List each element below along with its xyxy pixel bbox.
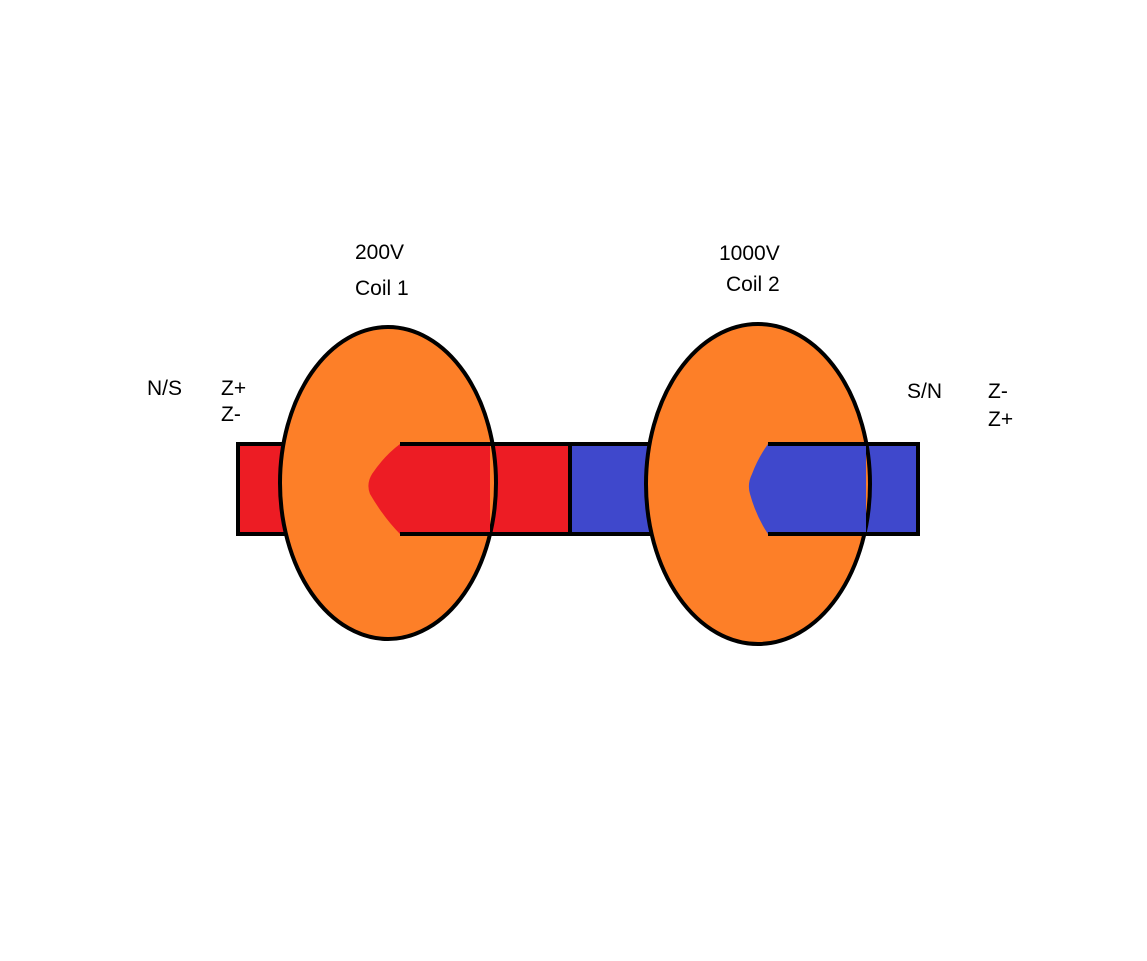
left-axis-top-label: Z+ <box>221 377 246 400</box>
coil-1-voltage-label: 200V <box>355 241 404 264</box>
right-pole-label: S/N <box>907 380 942 403</box>
right-axis-top-label: Z- <box>988 380 1008 403</box>
magnet-blue-core-through-coil-2 <box>748 444 866 534</box>
coil-2-voltage-label: 1000V <box>719 242 780 265</box>
magnet-red-core-through-coil-1 <box>368 444 490 534</box>
right-axis-bottom-label: Z+ <box>988 408 1013 431</box>
left-axis-bottom-label: Z- <box>221 403 241 426</box>
coil-2-name-label: Coil 2 <box>726 273 780 296</box>
left-pole-label: N/S <box>147 377 182 400</box>
coil-1-name-label: Coil 1 <box>355 277 409 300</box>
